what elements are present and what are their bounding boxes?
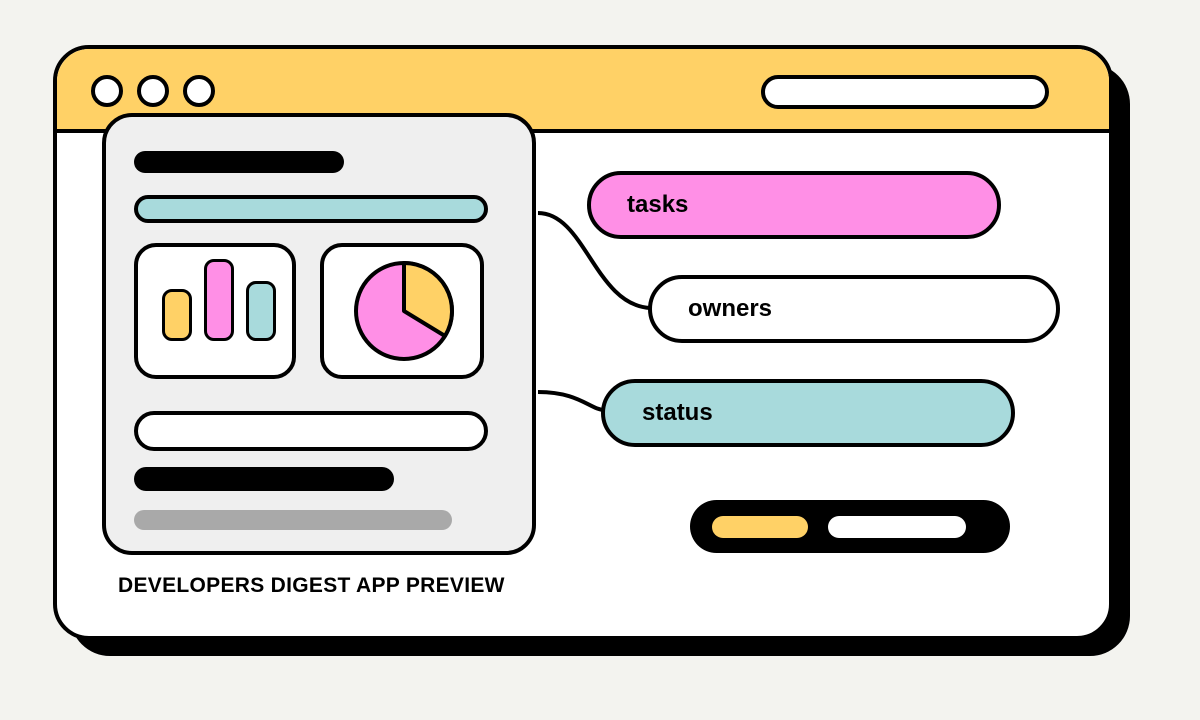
bar-chart-bar	[204, 259, 234, 341]
connector-tasks-owners	[537, 211, 651, 310]
window-dot-minimize[interactable]	[137, 75, 169, 107]
tag-owners[interactable]: owners	[648, 275, 1060, 343]
tag-tasks[interactable]: tasks	[587, 171, 1001, 239]
bar-chart-card	[134, 243, 296, 379]
tag-status[interactable]: status	[601, 379, 1015, 447]
preview-heading-bar	[134, 151, 344, 173]
tag-tasks-label: tasks	[627, 191, 689, 218]
window-dot-close[interactable]	[91, 75, 123, 107]
app-preview-panel	[102, 113, 536, 555]
preview-caption: DEVELOPERS DIGEST APP PREVIEW	[118, 574, 505, 597]
pie-chart	[354, 261, 454, 361]
bar-chart-bar	[246, 281, 276, 341]
connector-status	[537, 390, 606, 412]
bar-chart-bar	[162, 289, 192, 341]
preview-subtext-bar	[134, 510, 452, 530]
preview-text-bar	[134, 467, 394, 491]
preview-input-field[interactable]	[134, 411, 488, 451]
pie-chart-card	[320, 243, 484, 379]
tag-owners-label: owners	[688, 295, 773, 322]
toggle-option-active[interactable]	[712, 516, 808, 538]
title-bar	[57, 49, 1109, 133]
bottom-toggle-bar[interactable]	[690, 500, 1010, 553]
toggle-option-inactive[interactable]	[828, 516, 966, 538]
address-bar[interactable]	[761, 75, 1049, 109]
tag-status-label: status	[642, 399, 713, 426]
window-dot-maximize[interactable]	[183, 75, 215, 107]
preview-search-bar[interactable]	[134, 195, 488, 223]
pie-slice-yellow	[402, 261, 454, 338]
